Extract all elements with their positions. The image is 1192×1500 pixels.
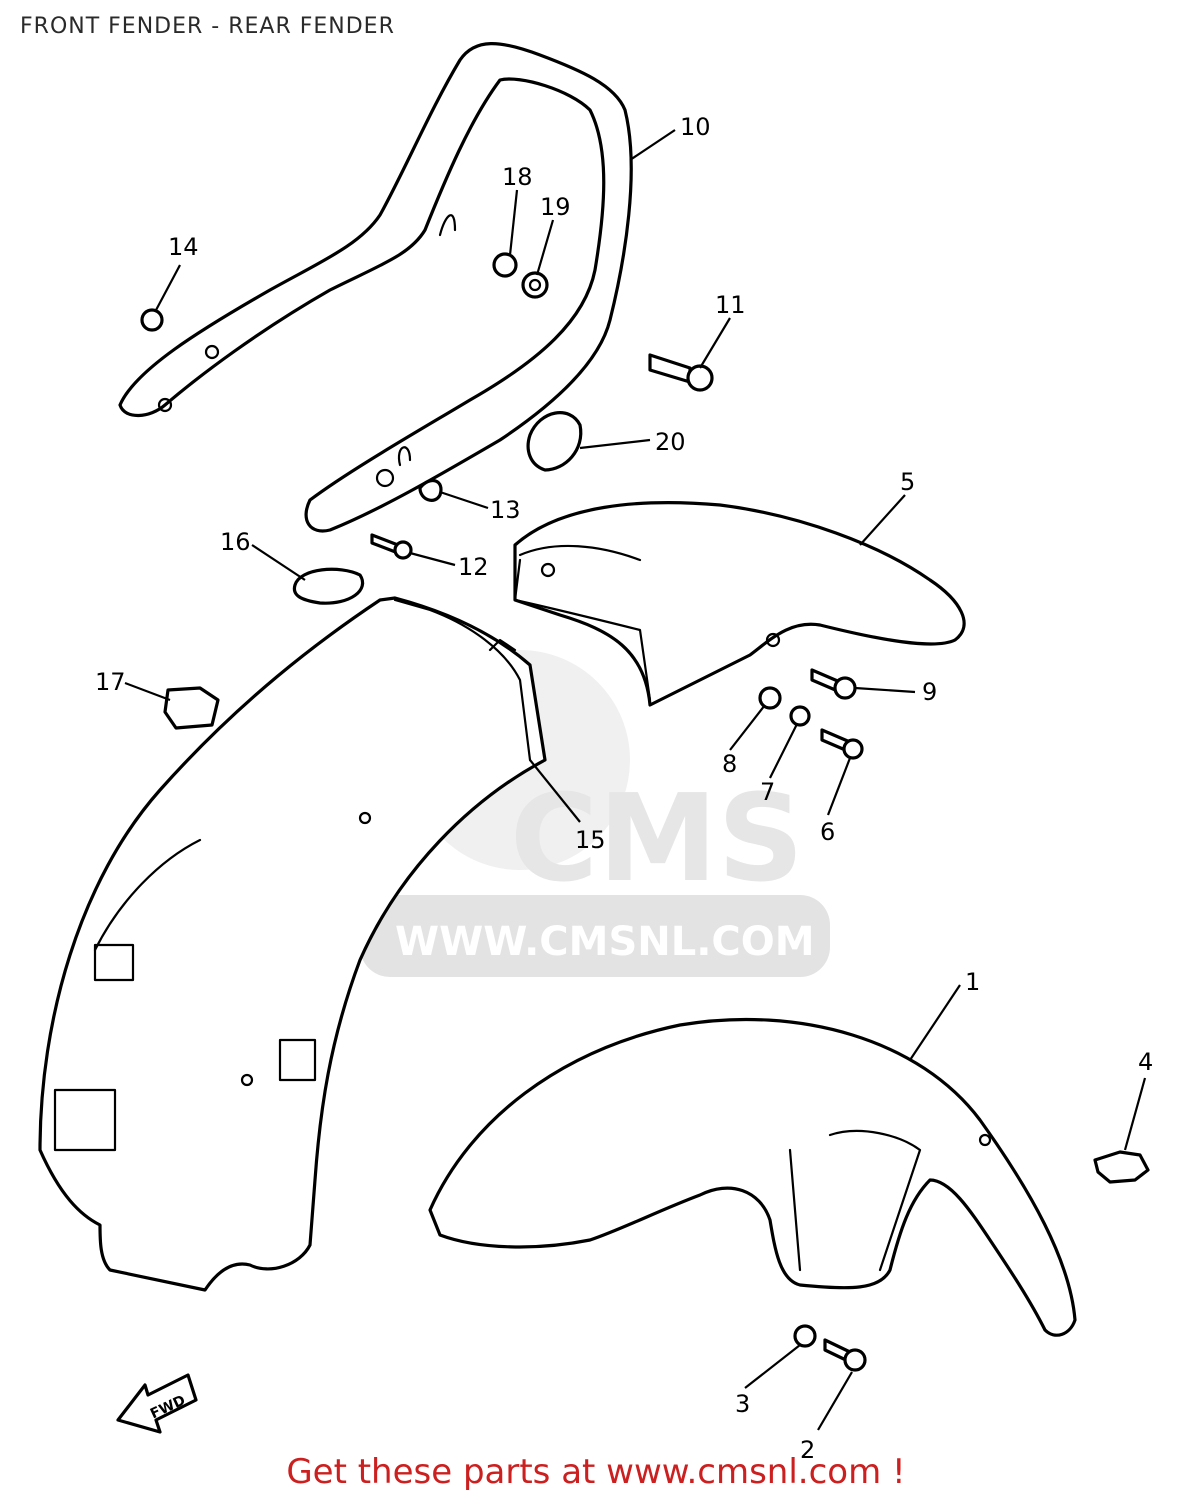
- part-7-washer: [789, 705, 811, 727]
- callout-16: 16: [220, 528, 251, 556]
- part-16-cap: [292, 567, 365, 605]
- callout-10: 10: [680, 113, 711, 141]
- callout-3: 3: [735, 1390, 750, 1418]
- callout-7: 7: [760, 778, 775, 806]
- grab-bar: [118, 42, 633, 533]
- part-3-washer: [793, 1324, 817, 1348]
- callout-15: 15: [575, 826, 606, 854]
- callout-14: 14: [168, 233, 199, 261]
- part-8-washer: [758, 686, 782, 710]
- part-18-collar: [492, 252, 518, 278]
- part-17-nut-clip: [163, 686, 220, 730]
- callout-8: 8: [722, 750, 737, 778]
- callout-1: 1: [965, 968, 980, 996]
- part-12-screw: [370, 533, 413, 560]
- leader-lines: [124, 129, 1147, 1431]
- callout-labels: 1 2 3 4 5 6 7 8 9 10 11 12 13 14 15 16 1…: [95, 113, 1153, 1464]
- watermark-url: WWW.CMSNL.COM: [395, 919, 815, 965]
- part-20-clamp: [526, 411, 583, 472]
- rear-fender-upper: [513, 501, 966, 707]
- callout-20: 20: [655, 428, 686, 456]
- callout-9: 9: [922, 678, 937, 706]
- callout-13: 13: [490, 496, 521, 524]
- callout-19: 19: [540, 193, 571, 221]
- callout-2: 2: [800, 1436, 815, 1464]
- forward-direction-arrow: FWD: [116, 1373, 198, 1434]
- part-9-bolt: [810, 668, 857, 700]
- part-11-bolt: [648, 353, 714, 392]
- part-14-washer: [140, 308, 164, 332]
- callout-12: 12: [458, 553, 489, 581]
- part-2-bolt: [823, 1338, 867, 1372]
- callout-17: 17: [95, 668, 126, 696]
- front-fender: [428, 1017, 1077, 1337]
- part-4-grommet: [1093, 1150, 1150, 1184]
- part-13-clip: [418, 478, 443, 502]
- callout-6: 6: [820, 818, 835, 846]
- callout-18: 18: [502, 163, 533, 191]
- footer-link-text[interactable]: Get these parts at www.cmsnl.com !: [286, 1452, 906, 1492]
- watermark-brand: CMS: [510, 770, 804, 909]
- callout-5: 5: [900, 468, 915, 496]
- part-19-washer: [521, 271, 549, 299]
- callout-4: 4: [1138, 1048, 1153, 1076]
- part-6-bolt: [820, 728, 864, 760]
- rear-fender: [38, 596, 547, 1292]
- callout-11: 11: [715, 291, 746, 319]
- page-title: FRONT FENDER - REAR FENDER: [20, 14, 395, 39]
